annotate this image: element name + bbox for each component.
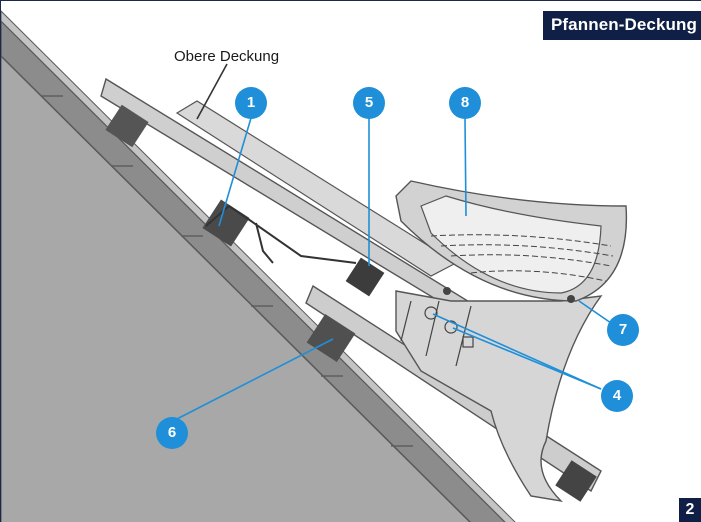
marker-1: 1 bbox=[235, 87, 267, 119]
marker-4: 4 bbox=[601, 380, 633, 412]
marker-5: 5 bbox=[353, 87, 385, 119]
batten-block-top bbox=[105, 104, 149, 148]
marker-6: 6 bbox=[156, 417, 188, 449]
leader-lines bbox=[172, 63, 612, 422]
batten-block-6 bbox=[306, 313, 356, 363]
page-number-badge: 2 bbox=[679, 498, 701, 522]
stopper-pin-left bbox=[443, 287, 451, 295]
section-title-badge: Pfannen-Deckung bbox=[542, 11, 701, 40]
stopper-hatching bbox=[430, 234, 614, 282]
batten-block-5 bbox=[345, 257, 385, 297]
snow-guard-holder bbox=[395, 290, 603, 503]
marker-8: 8 bbox=[449, 87, 481, 119]
upper-covering-label: Obere Deckung bbox=[174, 48, 280, 65]
clip-bracket bbox=[205, 204, 357, 264]
slab-joints bbox=[41, 95, 413, 447]
stopper-pin-right bbox=[567, 295, 575, 303]
holder-details bbox=[400, 300, 474, 367]
marker-7: 7 bbox=[607, 314, 639, 346]
batten-block-bottom bbox=[555, 460, 597, 502]
